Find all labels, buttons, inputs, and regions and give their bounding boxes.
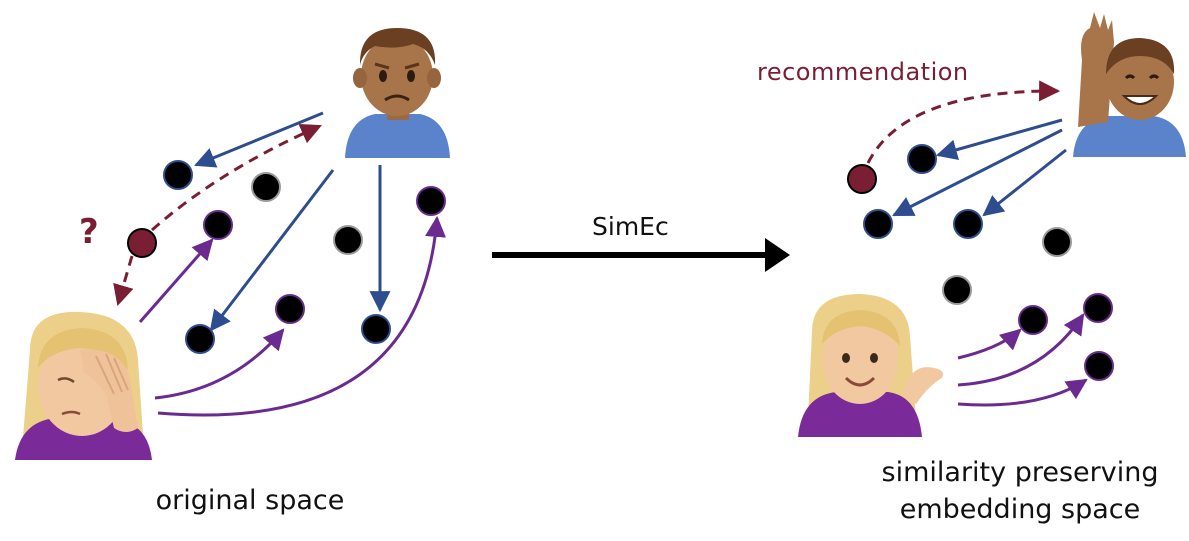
purple-arrow [957,328,1022,360]
question-mark: ? [79,212,99,252]
purple-arrow [154,328,285,400]
item-dot [1084,351,1114,381]
item-dot [1018,305,1048,335]
item-dot [163,160,193,190]
item-dot [1042,227,1072,257]
item-dot [953,209,983,239]
woman-tipping-hand-icon [798,294,943,437]
man-frowning-icon [345,28,450,158]
purple-arrow [957,313,1085,387]
item-dot [203,210,233,240]
item-dot [416,186,446,216]
blue-arrow [194,111,324,168]
item-dot [333,225,363,255]
recommended-item-dot [847,164,877,194]
blue-arrow [935,118,1063,160]
recommendation-dashed-arrow [113,255,134,307]
man-raising-hand-icon [1073,12,1186,157]
item-dot [275,294,305,324]
item-dot [185,324,215,354]
right-caption-line2: embedding space [899,494,1141,525]
right-caption-line1: similarity preserving [881,457,1159,488]
recommendation-dashed-arrow [866,80,1061,164]
item-dot [863,209,893,239]
simec-arrow-head [765,238,790,272]
blue-arrow [892,128,1063,217]
purple-arrow [138,238,214,323]
item-dot [907,144,937,174]
blue-arrow [209,169,335,332]
method-label: SimEc [592,212,669,241]
item-dot [361,314,391,344]
woman-facepalming-icon [15,311,152,460]
recommended-item-dot [127,228,157,258]
blue-arrow [982,148,1067,217]
purple-arrow [157,215,446,417]
item-dot [942,275,972,305]
recommendation-label: recommendation [757,58,969,86]
item-dot [251,172,281,202]
recommendation-dashed-arrow [151,124,322,232]
left-caption: original space [155,485,345,516]
item-dot [1083,293,1113,323]
purple-arrow [957,378,1088,407]
